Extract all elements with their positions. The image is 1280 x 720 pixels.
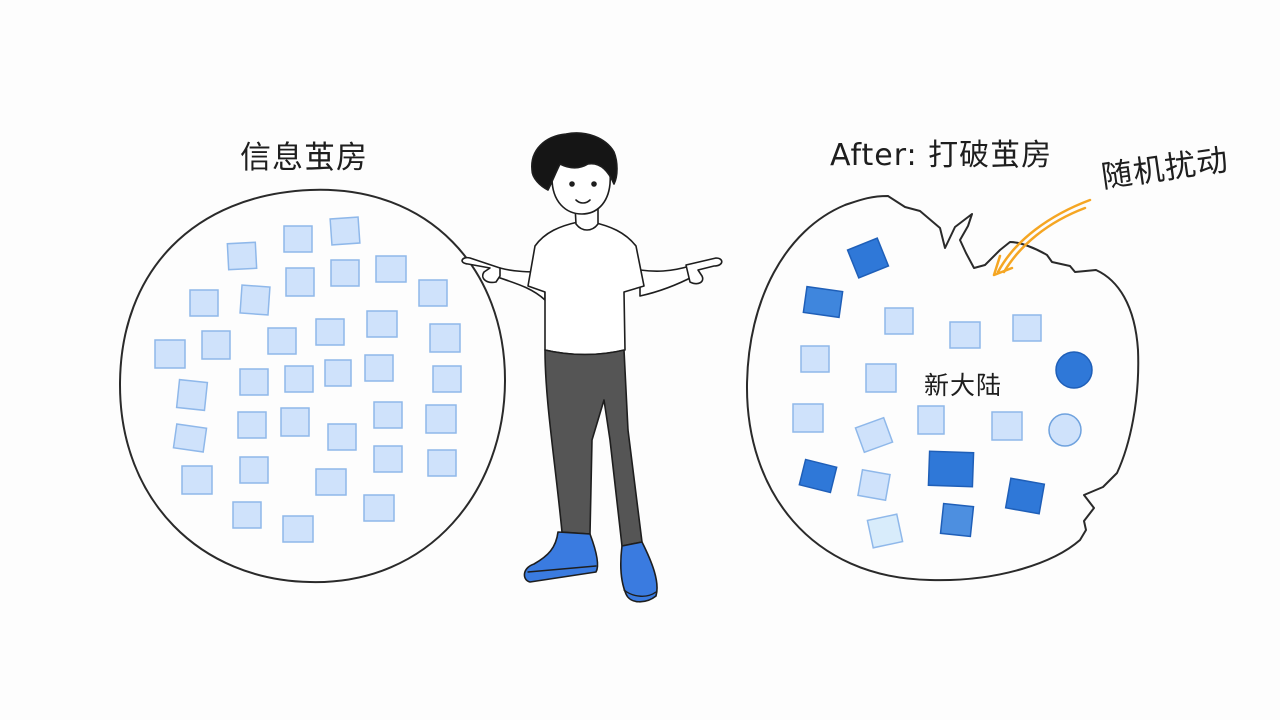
info-circle [1048, 413, 1082, 447]
right-hand-pointing [685, 257, 723, 285]
info-square [418, 279, 448, 307]
info-square [432, 365, 462, 393]
info-square [280, 407, 310, 437]
info-square [425, 404, 457, 434]
info-square-dark [846, 237, 890, 279]
hair [531, 132, 618, 191]
pants [544, 349, 643, 547]
info-square [172, 423, 208, 453]
info-square [363, 494, 395, 522]
info-square [201, 330, 231, 360]
info-square [267, 327, 297, 355]
curved-arrow-icon [992, 198, 1092, 277]
eye [569, 181, 575, 187]
info-square [239, 368, 269, 396]
info-square [1012, 314, 1042, 342]
info-square [181, 465, 213, 495]
left-bubble-outline [118, 188, 507, 584]
info-square [373, 445, 403, 473]
info-square [330, 259, 360, 287]
left-bubble-items [154, 216, 462, 543]
info-square [884, 307, 914, 335]
info-square [324, 359, 352, 387]
info-square [329, 216, 361, 246]
info-square [327, 423, 357, 451]
info-square [865, 363, 897, 393]
info-square [239, 456, 269, 484]
info-square [282, 515, 314, 543]
info-square [917, 405, 945, 435]
t-shirt [527, 221, 645, 356]
info-square [285, 267, 315, 297]
right-bubble-items [792, 237, 1093, 549]
info-square [857, 468, 891, 502]
info-circle-dark [1055, 351, 1093, 389]
info-square [366, 310, 398, 338]
right-arm [639, 265, 695, 297]
info-square-medium [939, 502, 975, 538]
info-square [239, 284, 271, 316]
right-bubble [745, 195, 1140, 582]
info-square-dark [798, 458, 838, 494]
info-square [854, 416, 894, 454]
info-square-dark [927, 450, 975, 488]
left-bubble [118, 188, 507, 584]
info-square [375, 255, 407, 283]
right-shoe [620, 541, 658, 603]
info-square-dark [1004, 477, 1046, 515]
info-square [800, 345, 830, 373]
info-square [154, 339, 186, 369]
info-square-dark [802, 285, 844, 319]
info-square [364, 354, 394, 382]
info-square [189, 289, 219, 317]
info-square [175, 378, 209, 412]
info-square [866, 513, 904, 549]
info-square [237, 411, 267, 439]
info-square [283, 225, 313, 253]
info-square [232, 501, 262, 529]
info-square [991, 411, 1023, 441]
pointing-person-illustration [461, 132, 723, 603]
info-square [373, 401, 403, 429]
info-square [226, 241, 258, 271]
info-square [427, 449, 457, 477]
info-square [949, 321, 981, 349]
info-square [315, 318, 345, 346]
mouth [575, 199, 591, 204]
info-square [284, 365, 314, 393]
info-square [429, 323, 461, 353]
new-continent-label: 新大陆 [924, 371, 1003, 400]
info-square [792, 403, 824, 433]
left-bubble-title: 信息茧房 [240, 140, 368, 176]
eye [591, 181, 597, 187]
left-shoe [523, 531, 599, 583]
left-hand-pointing [461, 256, 501, 284]
info-square [315, 468, 347, 496]
right-bubble-outline [745, 195, 1140, 582]
right-bubble-title: After: 打破茧房 [830, 138, 1053, 173]
